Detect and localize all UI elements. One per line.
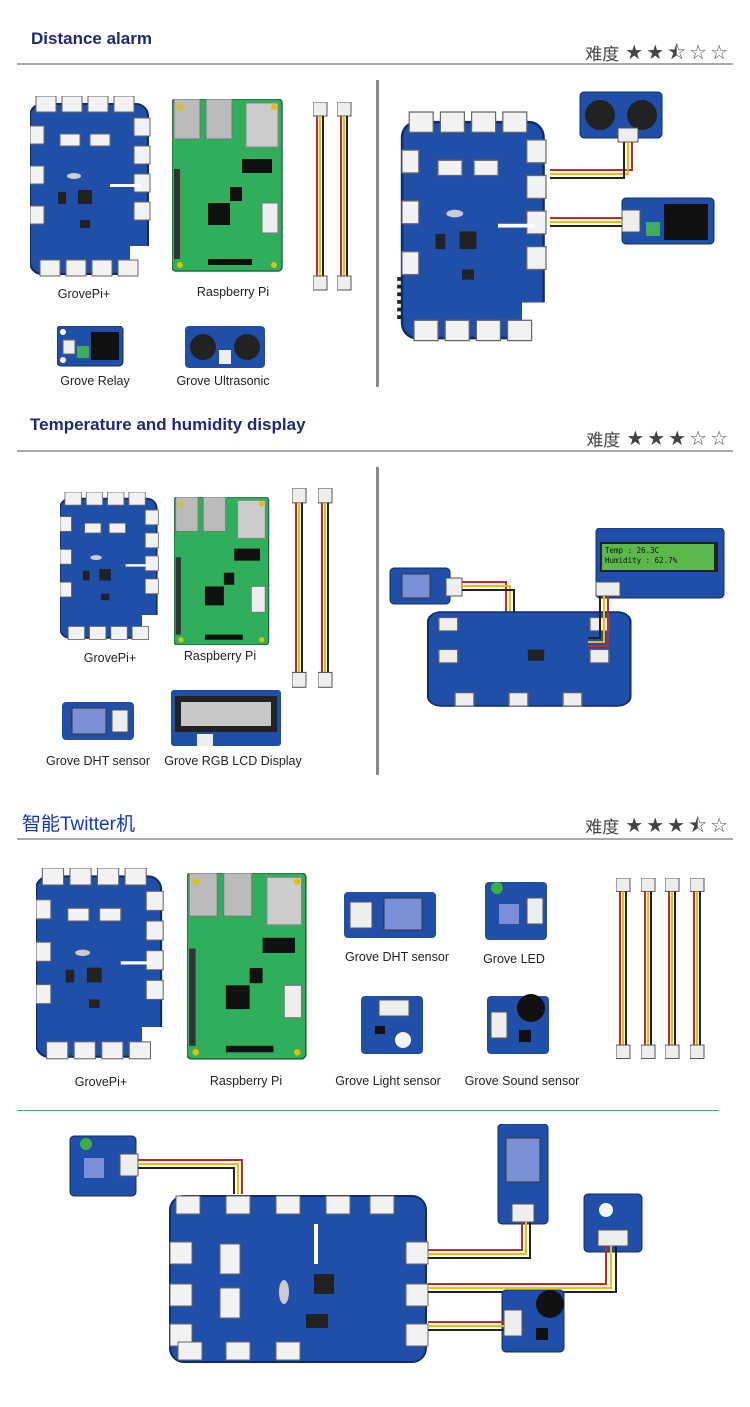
star-rating: ★ ★ ★ ☆ ☆ bbox=[626, 429, 728, 449]
caption-grove-led: Grove LED bbox=[483, 952, 545, 966]
caption-grove-sound-sensor: Grove Sound sensor bbox=[464, 1074, 580, 1088]
vertical-divider bbox=[376, 80, 379, 387]
star-full-icon: ★ bbox=[626, 427, 645, 450]
grove-sound-sensor-image bbox=[487, 994, 549, 1054]
vertical-divider bbox=[376, 467, 379, 775]
section-divider bbox=[17, 450, 733, 452]
grove-cable-image bbox=[690, 878, 705, 1059]
star-half-icon: ⯪ bbox=[667, 41, 687, 64]
star-full-icon: ★ bbox=[625, 41, 644, 64]
star-full-icon: ★ bbox=[647, 427, 666, 450]
caption-grove-ultrasonic: Grove Ultrasonic bbox=[176, 374, 270, 388]
grovepi-board-image bbox=[60, 492, 161, 641]
caption-grove-light-sensor: Grove Light sensor bbox=[335, 1074, 441, 1088]
distance-alarm-assembly-diagram bbox=[396, 91, 715, 342]
caption-grovepi: GrovePi+ bbox=[83, 651, 137, 665]
star-rating: ★ ★ ★ ⯪ ☆ bbox=[625, 816, 728, 836]
star-full-icon: ★ bbox=[668, 427, 687, 450]
grove-ultrasonic-image bbox=[185, 326, 265, 368]
grove-cable-image bbox=[292, 488, 307, 688]
caption-grove-dht-sensor: Grove DHT sensor bbox=[345, 950, 449, 964]
caption-raspberry-pi: Raspberry Pi bbox=[196, 285, 270, 299]
grove-cable-image bbox=[337, 102, 352, 291]
grove-cable-image bbox=[318, 488, 333, 688]
difficulty-rating: 难度 ★ ★ ★ ☆ ☆ bbox=[586, 426, 728, 451]
star-full-icon: ★ bbox=[667, 814, 686, 837]
grove-led-image bbox=[485, 882, 547, 940]
star-full-icon: ★ bbox=[625, 814, 644, 837]
section-title-temp-humidity: Temperature and humidity display bbox=[30, 415, 306, 434]
section-title-distance-alarm: Distance alarm bbox=[31, 29, 152, 48]
grove-cable-image bbox=[313, 102, 328, 291]
caption-grove-relay: Grove Relay bbox=[60, 374, 130, 388]
star-full-icon: ★ bbox=[646, 814, 665, 837]
lcd-screen-text: Temp : 26.3C Humidity : 62.7% bbox=[605, 546, 677, 566]
raspberry-pi-image bbox=[187, 873, 307, 1060]
star-empty-icon: ☆ bbox=[710, 427, 728, 450]
grove-light-sensor-image bbox=[361, 996, 423, 1054]
lcd-line-1: Temp : 26.3C bbox=[605, 546, 660, 555]
star-rating: ★ ★ ⯪ ☆ ☆ bbox=[625, 43, 728, 63]
caption-grove-dht-sensor: Grove DHT sensor bbox=[46, 754, 150, 768]
grove-dht-sensor-image bbox=[62, 702, 134, 740]
difficulty-label: 难度 bbox=[585, 45, 620, 64]
grove-cable-image bbox=[665, 878, 680, 1059]
grove-cable-image bbox=[616, 878, 631, 1059]
star-empty-icon: ☆ bbox=[689, 427, 708, 450]
section-title-twitter-machine: 智能Twitter机 bbox=[22, 814, 135, 835]
grovepi-board-image bbox=[36, 868, 164, 1060]
star-empty-icon: ☆ bbox=[710, 814, 728, 837]
star-empty-icon: ☆ bbox=[710, 41, 728, 64]
temp-humidity-assembly-diagram bbox=[389, 528, 725, 707]
caption-raspberry-pi: Raspberry Pi bbox=[209, 1074, 283, 1088]
section-divider bbox=[17, 838, 733, 840]
raspberry-pi-image bbox=[174, 497, 270, 645]
grove-cable-image bbox=[641, 878, 656, 1059]
difficulty-label: 难度 bbox=[586, 431, 621, 450]
difficulty-rating: 难度 ★ ★ ★ ⯪ ☆ bbox=[585, 813, 728, 838]
star-half-icon: ⯪ bbox=[688, 814, 708, 837]
grove-dht-sensor-image bbox=[344, 892, 436, 938]
lcd-line-2: Humidity : 62.7% bbox=[605, 556, 678, 565]
section-divider bbox=[17, 63, 733, 65]
twitter-machine-assembly-diagram bbox=[69, 1124, 643, 1363]
star-full-icon: ★ bbox=[646, 41, 665, 64]
raspberry-pi-image bbox=[172, 99, 283, 272]
grove-rgb-lcd-image bbox=[171, 690, 281, 746]
star-empty-icon: ☆ bbox=[689, 41, 708, 64]
grovepi-board-image bbox=[30, 96, 153, 277]
caption-grovepi: GrovePi+ bbox=[57, 287, 111, 301]
caption-grovepi: GrovePi+ bbox=[74, 1075, 128, 1089]
section-divider-green bbox=[17, 1110, 719, 1111]
caption-grove-rgb-lcd: Grove RGB LCD Display bbox=[164, 754, 302, 768]
grove-relay-image bbox=[57, 326, 124, 367]
caption-raspberry-pi: Raspberry Pi bbox=[183, 649, 257, 663]
difficulty-rating: 难度 ★ ★ ⯪ ☆ ☆ bbox=[585, 40, 728, 65]
difficulty-label: 难度 bbox=[585, 818, 620, 837]
